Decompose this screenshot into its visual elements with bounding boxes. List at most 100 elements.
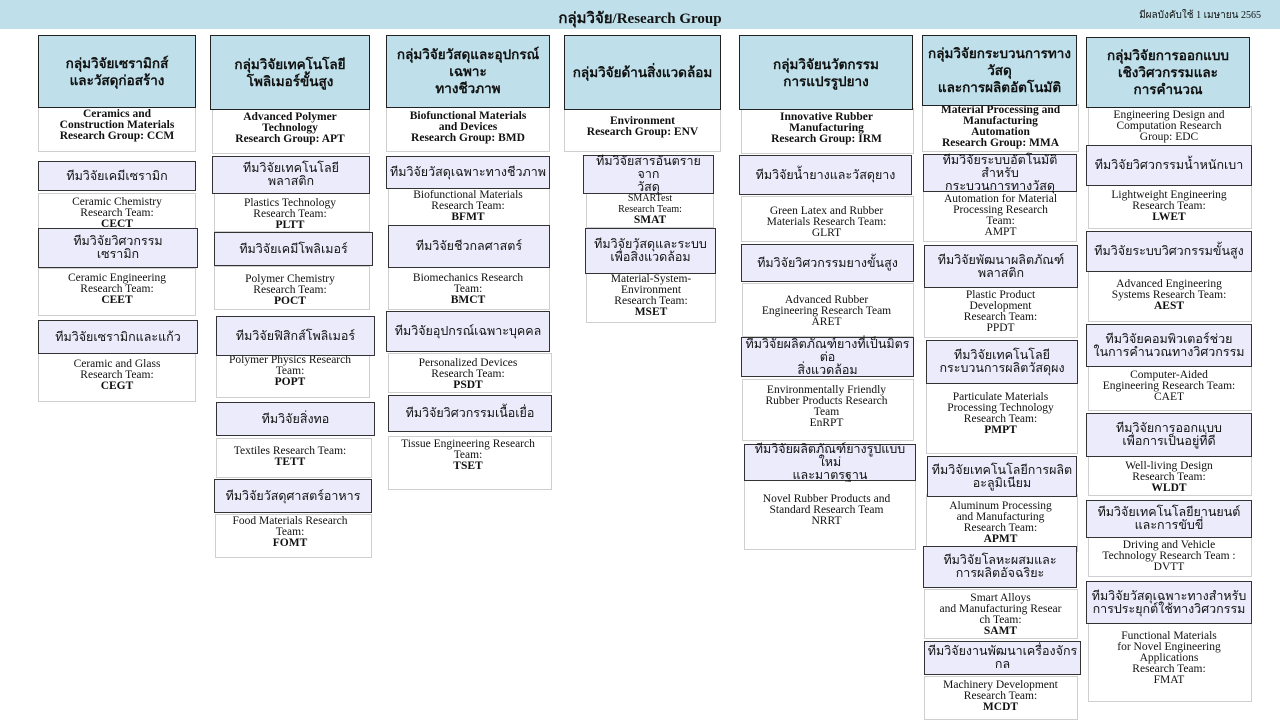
team-en-label: Well-living Design Research Team:WLDT bbox=[1125, 460, 1213, 494]
team-th-box: ทีมวิจัยผลิตภัณฑ์ยางที่เป็นมิตรต่อ สิ่งแ… bbox=[741, 337, 914, 377]
team-en-label: Polymer Physics Research Team:POPT bbox=[228, 354, 351, 388]
team-en-label: Plastics Technology Research Team:PLTT bbox=[244, 197, 336, 231]
team-en-box bbox=[742, 379, 914, 441]
team-en-label: Textiles Research Team:TETT bbox=[233, 445, 347, 468]
team-en-box bbox=[388, 436, 552, 490]
header-bar: กลุ่มวิจัย/Research Group มีผลบังคับใช้ … bbox=[0, 0, 1280, 29]
group-header: กลุ่มวิจัยด้านสิ่งแวดล้อม bbox=[564, 35, 721, 110]
group-en-label: Innovative Rubber Manufacturing Research… bbox=[771, 111, 882, 145]
page-title: กลุ่มวิจัย/Research Group bbox=[558, 11, 722, 27]
team-en-label: Tissue Engineering Research Team:TSET bbox=[401, 438, 535, 472]
team-en-box bbox=[38, 268, 196, 316]
team-en-box bbox=[741, 196, 914, 242]
team-en-label: Lightweight Engineering Research Team:LW… bbox=[1111, 189, 1227, 223]
team-en-box bbox=[388, 353, 552, 393]
team-th-box: ทีมวิจัยน้ำยางและวัสดุยาง bbox=[739, 155, 912, 195]
team-en-label: Aluminum Processing and Manufacturing Re… bbox=[949, 500, 1052, 545]
team-en-label: Novel Rubber Products and Standard Resea… bbox=[762, 493, 891, 527]
team-en-box bbox=[214, 266, 370, 310]
team-en-label: Advanced Engineering Systems Research Te… bbox=[1111, 278, 1227, 312]
group-header: กลุ่มวิจัยวัสดุและอุปกรณ์เฉพาะ ทางชีวภาพ bbox=[386, 35, 550, 108]
team-en-box bbox=[1088, 270, 1252, 322]
team-en-box bbox=[1088, 622, 1252, 702]
team-en-box bbox=[215, 514, 372, 558]
group-header: กลุ่มวิจัยการออกแบบ เชิงวิศวกรรมและ การค… bbox=[1086, 37, 1250, 108]
group-en-label: Material Processing and Manufacturing Au… bbox=[940, 104, 1061, 149]
team-en-label: Environmentally Friendly Rubber Products… bbox=[765, 384, 888, 429]
team-en-box bbox=[924, 676, 1078, 720]
team-en-label: Ceramic Engineering Research Team:CEET bbox=[67, 272, 167, 306]
team-th-box: ทีมวิจัยระบบวิศวกรรมขั้นสูง bbox=[1086, 231, 1252, 272]
group-en-box bbox=[386, 106, 550, 152]
team-th-box: ทีมวิจัยงานพัฒนาเครื่องจักรกล bbox=[924, 641, 1081, 675]
team-en-box bbox=[388, 186, 550, 226]
team-th-box: ทีมวิจัยสิ่งทอ bbox=[216, 402, 375, 436]
team-en-label: Driving and Vehicle Technology Research … bbox=[1102, 539, 1236, 573]
team-th-box: ทีมวิจัยชีวกลศาสตร์ bbox=[388, 225, 550, 268]
team-en-box bbox=[1088, 456, 1252, 496]
group-en-label: Environment Research Group: ENV bbox=[586, 115, 699, 138]
team-en-label: Food Materials Research Team:FOMT bbox=[232, 515, 348, 549]
group-header: กลุ่มวิจัยเทคโนโลยี โพลิเมอร์ขั้นสูง bbox=[210, 35, 370, 110]
team-th-box: ทีมวิจัยวิศวกรรมน้ำหนักเบา bbox=[1086, 145, 1252, 186]
team-en-label: Functional Materials for Novel Engineeri… bbox=[1117, 630, 1221, 686]
team-en-label: SMARTest Research Team:SMAT bbox=[618, 193, 682, 226]
group-header: กลุ่มวิจัยนวัตกรรม การแปรรูปยาง bbox=[739, 35, 913, 110]
team-en-box bbox=[388, 266, 550, 310]
group-en-label: Advanced Polymer Technology Research Gro… bbox=[235, 111, 345, 145]
team-th-box: ทีมวิจัยเทคโนโลยี พลาสติก bbox=[212, 156, 370, 194]
team-th-box: ทีมวิจัยเทคโนโลยียานยนต์ และการขับขี่ bbox=[1086, 500, 1252, 538]
group-header: กลุ่มวิจัยเซรามิกส์ และวัสดุก่อสร้าง bbox=[38, 35, 196, 108]
team-en-label: Personalized Devices Research Team:PSDT bbox=[418, 357, 518, 391]
team-en-box bbox=[744, 480, 916, 550]
team-en-box bbox=[214, 192, 370, 232]
group-en-box bbox=[922, 104, 1079, 152]
group-en-box bbox=[564, 108, 721, 152]
team-th-box: ทีมวิจัยวัสดุเฉพาะทางสำหรับ การประยุกต์ใ… bbox=[1086, 581, 1252, 624]
team-th-box: ทีมวิจัยการออกแบบ เพื่อการเป็นอยู่ที่ดี bbox=[1086, 413, 1252, 457]
team-th-box: ทีมวิจัยวัสดุเฉพาะทางชีวภาพ bbox=[386, 156, 550, 189]
team-en-label: Ceramic Chemistry Research Team:CECT bbox=[72, 196, 162, 230]
group-en-label: Ceramics and Construction Materials Rese… bbox=[59, 108, 175, 142]
team-th-box: ทีมวิจัยอุปกรณ์เฉพาะบุคคล bbox=[386, 311, 550, 352]
team-en-label: Plastic Product Development Research Tea… bbox=[963, 289, 1038, 334]
team-th-box: ทีมวิจัยเคมีโพลิเมอร์ bbox=[214, 232, 373, 266]
team-th-box: ทีมวิจัยเทคโนโลยี กระบวนการผลิตวัสดุผง bbox=[926, 340, 1078, 384]
team-th-box: ทีมวิจัยวัสดุและระบบ เพื่อสิ่งแวดล้อม bbox=[585, 228, 716, 274]
team-th-box: ทีมวิจัยวัสดุศาสตร์อาหาร bbox=[214, 479, 372, 513]
team-en-box bbox=[924, 589, 1078, 639]
effective-date: มีผลบังคับใช้ 1 เมษายน 2565 bbox=[1139, 10, 1261, 21]
team-th-box: ทีมวิจัยสารอันตรายจาก วัสดุ bbox=[583, 155, 714, 194]
team-en-label: Particulate Materials Processing Technol… bbox=[947, 391, 1054, 436]
team-en-label: Biomechanics Research Team:BMCT bbox=[412, 272, 524, 306]
team-en-box bbox=[216, 438, 372, 478]
team-en-label: Smart Alloys and Manufacturing Resear ch… bbox=[939, 592, 1062, 637]
team-en-label: Green Latex and Rubber Materials Researc… bbox=[766, 205, 887, 239]
team-en-box bbox=[1088, 365, 1252, 411]
team-th-box: ทีมวิจัยคอมพิวเตอร์ช่วย ในการคำนวณทางวิศ… bbox=[1086, 324, 1252, 367]
team-th-box: ทีมวิจัยวิศวกรรมยางขั้นสูง bbox=[741, 244, 914, 282]
team-th-box: ทีมวิจัยเคมีเซรามิก bbox=[38, 161, 196, 191]
team-en-label: Machinery Development Research Team:MCDT bbox=[943, 679, 1058, 713]
group-en-box bbox=[741, 108, 914, 154]
team-en-label: Ceramic and Glass Research Team:CEGT bbox=[73, 358, 161, 392]
team-en-label: Automation for Material Processing Resea… bbox=[943, 193, 1058, 238]
group-header: กลุ่มวิจัยกระบวนการทางวัสดุ และการผลิตอั… bbox=[922, 35, 1077, 106]
team-en-label: Polymer Chemistry Research Team:POCT bbox=[245, 273, 335, 307]
team-th-box: ทีมวิจัยโลหะผสมและ การผลิตอัจฉริยะ bbox=[923, 546, 1077, 588]
team-th-box: ทีมวิจัยเซรามิกและแก้ว bbox=[38, 320, 198, 354]
team-en-box bbox=[586, 268, 716, 323]
team-th-box: ทีมวิจัยฟิสิกส์โพลิเมอร์ bbox=[216, 316, 375, 356]
team-th-box: ทีมวิจัยพัฒนาผลิตภัณฑ์ พลาสติก bbox=[924, 245, 1078, 288]
team-en-label: Computer-Aided Engineering Research Team… bbox=[1102, 369, 1236, 403]
team-th-box: ทีมวิจัยเทคโนโลยีการผลิต อะลูมิเนียม bbox=[927, 456, 1077, 497]
group-en-label: Engineering Design and Computation Resea… bbox=[1113, 109, 1225, 143]
team-en-label: Material-System- Environment Research Te… bbox=[610, 273, 692, 318]
team-th-box: ทีมวิจัยระบบอัตโนมัติสำหรับ กระบวนการทาง… bbox=[923, 153, 1077, 192]
team-th-box: ทีมวิจัยวิศวกรรม เซรามิก bbox=[38, 228, 198, 268]
team-en-label: Advanced Rubber Engineering Research Tea… bbox=[761, 294, 892, 328]
team-en-label: Biofunctional Materials Research Team:BF… bbox=[413, 189, 523, 223]
team-th-box: ทีมวิจัยผลิตภัณฑ์ยางรูปแบบใหม่ และมาตรฐา… bbox=[744, 443, 916, 482]
team-th-box: ทีมวิจัยวิศวกรรมเนื้อเยื่อ bbox=[388, 395, 552, 432]
team-en-box bbox=[742, 283, 914, 337]
